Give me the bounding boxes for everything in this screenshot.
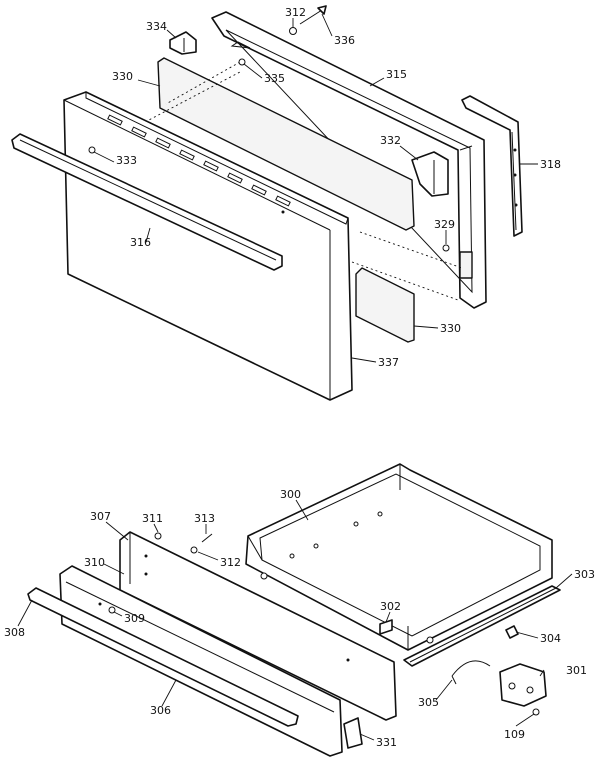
callout-333: 333 xyxy=(116,154,137,167)
screw-109 xyxy=(532,708,540,716)
callout-330-upper: 330 xyxy=(112,70,133,83)
callout-331: 331 xyxy=(376,736,397,749)
callout-316: 316 xyxy=(130,236,151,249)
callout-109: 109 xyxy=(504,728,525,741)
callout-337: 337 xyxy=(378,356,399,369)
insulation-panel-lower xyxy=(355,267,415,343)
callout-312-lower: 312 xyxy=(220,556,241,569)
door-handle xyxy=(11,133,283,271)
screw-335 xyxy=(238,58,246,66)
callout-305: 305 xyxy=(418,696,439,709)
leader-lines xyxy=(17,13,573,741)
drawer-trim-strip xyxy=(27,587,299,727)
nut-312 xyxy=(289,27,297,35)
callout-332: 332 xyxy=(380,134,401,147)
callout-304: 304 xyxy=(540,632,561,645)
wire-spring-305 xyxy=(451,660,491,677)
insulation-panel-upper xyxy=(157,57,415,231)
callout-329: 329 xyxy=(434,218,455,231)
nut-312-lower xyxy=(190,546,198,554)
hinge-bracket-301 xyxy=(499,663,547,707)
callout-310: 310 xyxy=(84,556,105,569)
drawer-tray xyxy=(245,463,553,651)
clip-bracket xyxy=(411,151,449,197)
hinge-channel xyxy=(461,95,523,237)
callout-301: 301 xyxy=(566,664,587,677)
door-bracket-334 xyxy=(169,31,197,55)
screw-333 xyxy=(88,146,96,154)
callout-336: 336 xyxy=(334,34,355,47)
clip-304 xyxy=(505,625,519,639)
callout-302: 302 xyxy=(380,600,401,613)
nut-311 xyxy=(154,532,162,540)
callout-306: 306 xyxy=(150,704,171,717)
callout-309: 309 xyxy=(124,612,145,625)
callout-300: 300 xyxy=(280,488,301,501)
bracket-331 xyxy=(343,717,363,749)
door-front-panel xyxy=(63,91,353,401)
callout-313: 313 xyxy=(194,512,215,525)
screw-313 xyxy=(201,533,213,543)
screw-309 xyxy=(108,606,116,614)
callout-312-upper: 312 xyxy=(285,6,306,19)
callout-307: 307 xyxy=(90,510,111,523)
callout-303: 303 xyxy=(574,568,595,581)
stop-302 xyxy=(379,619,393,635)
callout-318: 318 xyxy=(540,158,561,171)
callout-330-lower: 330 xyxy=(440,322,461,335)
callout-335: 335 xyxy=(264,72,285,85)
drawer-slide-rail xyxy=(403,585,561,667)
callout-334: 334 xyxy=(146,20,167,33)
screw-329 xyxy=(442,244,450,252)
callout-311: 311 xyxy=(142,512,163,525)
callout-308: 308 xyxy=(4,626,25,639)
screw-336 xyxy=(299,5,327,25)
callout-315: 315 xyxy=(386,68,407,81)
